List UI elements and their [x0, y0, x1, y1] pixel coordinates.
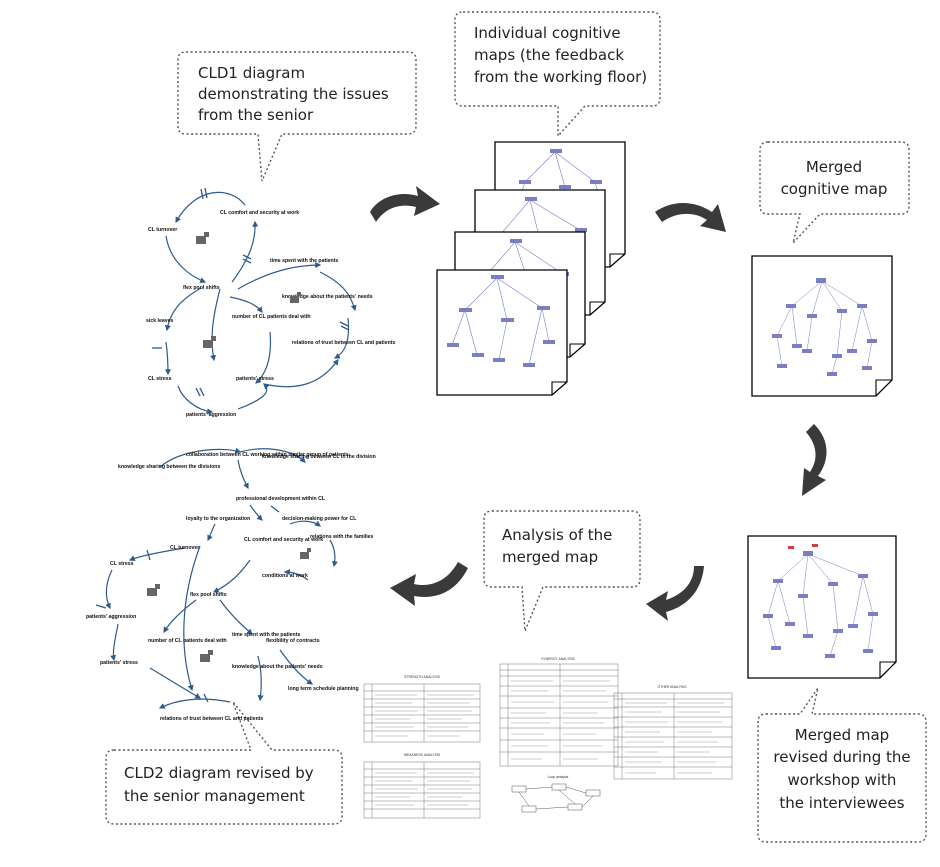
cld2-node: knowledge sharing between the divisions: [118, 464, 220, 470]
curved-arrow-5: [390, 562, 468, 606]
cld2-node: knowledge about the patients' needs: [232, 664, 323, 670]
doc-title: OTHER ANALYSIS: [658, 685, 688, 689]
callout-revised-line-3: workshop with: [788, 771, 897, 789]
doc-title: WEAKNESS ANALYSIS: [404, 753, 441, 757]
cld2-node: number of CL patients deal with: [148, 638, 227, 644]
callout-individual-line-3: from the working floor): [474, 68, 647, 86]
cld2-node: flex pool shifts: [190, 592, 227, 598]
cld1-node: patients' aggression: [186, 412, 236, 418]
analysis-document: STRENGTH ANALYSIS: [363, 675, 481, 743]
cld1-node: time spent with the patients: [270, 258, 338, 264]
callout-analysis: Analysis of the merged map: [483, 510, 641, 632]
cld1-node: sick leaves: [146, 318, 174, 324]
cld2-node: patients' stress: [100, 660, 138, 666]
callout-cld2-line-1: CLD2 diagram revised by: [124, 764, 314, 782]
doc-title: STRENGTH ANALYSIS: [404, 675, 440, 679]
cld1-node: knowledge about the patients' needs: [282, 294, 373, 300]
callout-individual-line-2: maps (the feedback: [474, 46, 624, 64]
cld2-node: flexibility of contracts: [266, 638, 320, 644]
callout-cld1-line-3: from the senior: [198, 106, 314, 124]
analysis-documents: STRENGTH ANALYSIS WEAKNESS ANALYSIS: [363, 657, 733, 819]
analysis-document: WEAKNESS ANALYSIS: [363, 753, 481, 819]
curved-arrow-2: [655, 203, 726, 232]
cld2-node: conditions at work: [262, 573, 308, 579]
cld2-node: CL comfort and security at work: [244, 537, 323, 543]
cld2-node: relations of trust between CL and patien…: [160, 716, 263, 722]
callout-analysis-line-1: Analysis of the: [502, 526, 612, 544]
curved-arrow-3: [802, 424, 827, 496]
cld2-node: knowledge sharing between CL in the divi…: [262, 454, 376, 460]
cld1-node: CL comfort and security at work: [220, 210, 299, 216]
cld1-node: patients' stress: [236, 376, 274, 382]
cld2-node: long term schedule planning: [288, 686, 359, 692]
cld2-node: collaboration between CL working within …: [186, 452, 349, 458]
revised-map-page: [747, 535, 897, 679]
loop-balance-icon: [147, 548, 311, 662]
cld2-node: CL stress: [110, 561, 134, 567]
loop-balance-icon: [196, 232, 301, 348]
cld1-node: CL stress: [148, 376, 172, 382]
cld1-node: flex pool shifts: [183, 285, 220, 291]
cognitive-map-page: [436, 269, 568, 396]
flow-arrows: [370, 186, 827, 621]
callout-merged: Merged cognitive map: [759, 141, 910, 246]
callout-revised-line-1: Merged map: [795, 726, 889, 744]
cld2-diagram: knowledge sharing between the divisions …: [86, 447, 376, 722]
loop-title: Loop analysis: [548, 775, 569, 779]
callout-merged-line-1: Merged: [806, 158, 862, 176]
merged-map-page: [751, 255, 893, 397]
individual-maps-stack: [436, 141, 626, 396]
doc-title: SYNERGY ANALYSIS: [541, 657, 575, 661]
callout-cld2-line-2: the senior management: [124, 787, 305, 805]
cld2-node: time spent with the patients: [232, 632, 300, 638]
curved-arrow-4: [646, 566, 704, 621]
callout-revised: Merged map revised during the workshop w…: [757, 687, 927, 843]
analysis-document: SYNERGY ANALYSIS Loop analysis: [499, 657, 619, 813]
callout-individual-maps: Individual cognitive maps (the feedback …: [454, 11, 661, 138]
cld1-diagram: CL turnover CL comfort and security at w…: [146, 187, 395, 418]
cld2-node: decision-making power for CL: [282, 516, 357, 522]
cld1-node: CL turnover: [148, 227, 177, 233]
callout-cld1-line-1: CLD1 diagram: [198, 64, 305, 82]
callout-individual-line-1: Individual cognitive: [474, 24, 621, 42]
curved-arrow-1: [370, 186, 440, 222]
cld1-node: relations of trust between CL and patien…: [292, 340, 395, 346]
callout-cld2: CLD2 diagram revised by the senior manag…: [105, 701, 343, 825]
cld2-node: relations with the families: [310, 534, 374, 540]
cld2-node: CL turnover: [170, 545, 199, 551]
cld2-node: professional development within CL: [236, 496, 326, 502]
callout-revised-line-2: revised during the: [773, 748, 910, 766]
callout-cld1: CLD1 diagram demonstrating the issues fr…: [177, 51, 417, 182]
callout-merged-line-2: cognitive map: [781, 180, 888, 198]
cld2-node: patients' aggression: [86, 614, 136, 620]
analysis-document: OTHER ANALYSIS: [613, 685, 733, 780]
cld1-node: number of CL patients deal with: [232, 314, 311, 320]
callout-revised-line-4: the interviewees: [779, 794, 904, 812]
callout-analysis-line-2: merged map: [502, 548, 598, 566]
cld2-node: loyalty to the organization: [186, 516, 250, 522]
callout-cld1-line-2: demonstrating the issues: [198, 85, 389, 103]
